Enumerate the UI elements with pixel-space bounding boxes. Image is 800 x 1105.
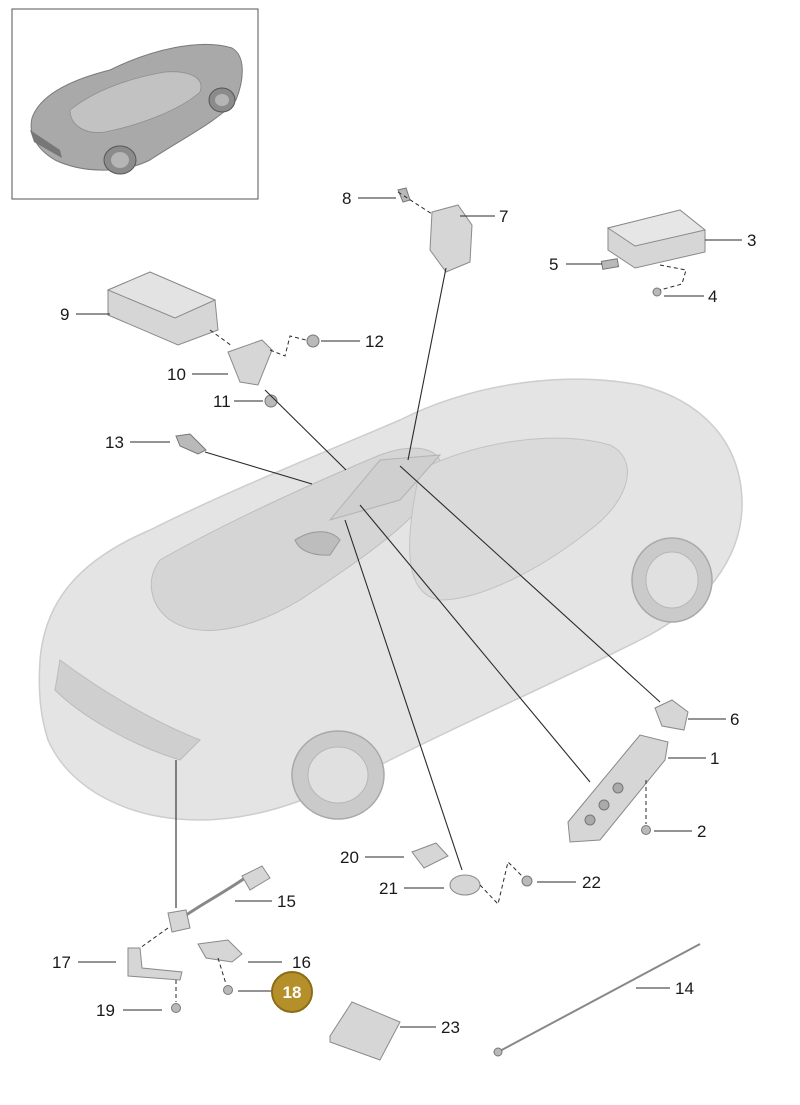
callout-5[interactable]: 5 xyxy=(549,255,558,274)
part-8-screw xyxy=(397,187,411,203)
part-3-control-unit xyxy=(606,209,707,269)
part-15-cable xyxy=(167,865,271,933)
highlight-badge[interactable] xyxy=(271,971,313,1013)
main-car-illustration xyxy=(38,378,743,821)
callout-14[interactable]: 14 xyxy=(675,979,694,998)
part-23-sd-card xyxy=(329,1001,401,1061)
part-4-screw xyxy=(652,287,662,297)
part-12-nut xyxy=(306,334,320,348)
callout-7[interactable]: 7 xyxy=(499,207,508,226)
part-22-screw xyxy=(521,875,533,887)
part-20-bracket xyxy=(411,842,449,869)
part-7-bracket xyxy=(429,204,473,273)
callout-17[interactable]: 17 xyxy=(52,953,71,972)
part-21-ring xyxy=(449,874,481,896)
callout-21[interactable]: 21 xyxy=(379,879,398,898)
callout-6[interactable]: 6 xyxy=(730,710,739,729)
leader-lines xyxy=(76,191,742,1028)
part-18-screw xyxy=(223,985,233,995)
highlight-badge-label: 18 xyxy=(283,983,302,1002)
callout-20[interactable]: 20 xyxy=(340,848,359,867)
callout-11[interactable]: 11 xyxy=(213,392,231,411)
callout-16[interactable]: 16 xyxy=(292,953,311,972)
callout-23[interactable]: 23 xyxy=(441,1018,460,1037)
callout-2[interactable]: 2 xyxy=(697,822,706,841)
callout-labels: 1 2 3 4 5 6 7 8 9 10 11 12 13 14 15 16 1… xyxy=(52,189,756,1037)
callout-8[interactable]: 8 xyxy=(342,189,351,208)
part-19-screw xyxy=(171,1003,181,1013)
inset-thumbnail xyxy=(11,8,259,200)
part-17-bracket xyxy=(127,947,183,981)
part-5-clip xyxy=(600,258,620,270)
callout-13[interactable]: 13 xyxy=(105,433,124,452)
callout-22[interactable]: 22 xyxy=(582,873,601,892)
part-13-connector xyxy=(175,433,207,455)
callout-4[interactable]: 4 xyxy=(708,287,717,306)
part-9-control-module xyxy=(106,271,219,346)
callout-9[interactable]: 9 xyxy=(60,305,69,324)
callout-1[interactable]: 1 xyxy=(710,749,719,768)
callout-3[interactable]: 3 xyxy=(747,231,756,250)
highlight-callout-18[interactable]: 18 xyxy=(271,971,313,1013)
part-14-antenna-rod xyxy=(493,943,701,1057)
callout-12[interactable]: 12 xyxy=(365,332,384,351)
part-11-nut xyxy=(264,394,278,408)
part-10-bracket xyxy=(227,339,273,386)
callout-10[interactable]: 10 xyxy=(167,365,186,384)
part-16-bracket xyxy=(197,939,243,963)
part-2-screw xyxy=(641,825,651,835)
part-6-cover xyxy=(654,699,689,731)
callout-15[interactable]: 15 xyxy=(277,892,296,911)
thumbnail-car-image xyxy=(30,43,243,175)
part-1-switch-panel xyxy=(567,734,669,843)
callout-19[interactable]: 19 xyxy=(96,1001,115,1020)
